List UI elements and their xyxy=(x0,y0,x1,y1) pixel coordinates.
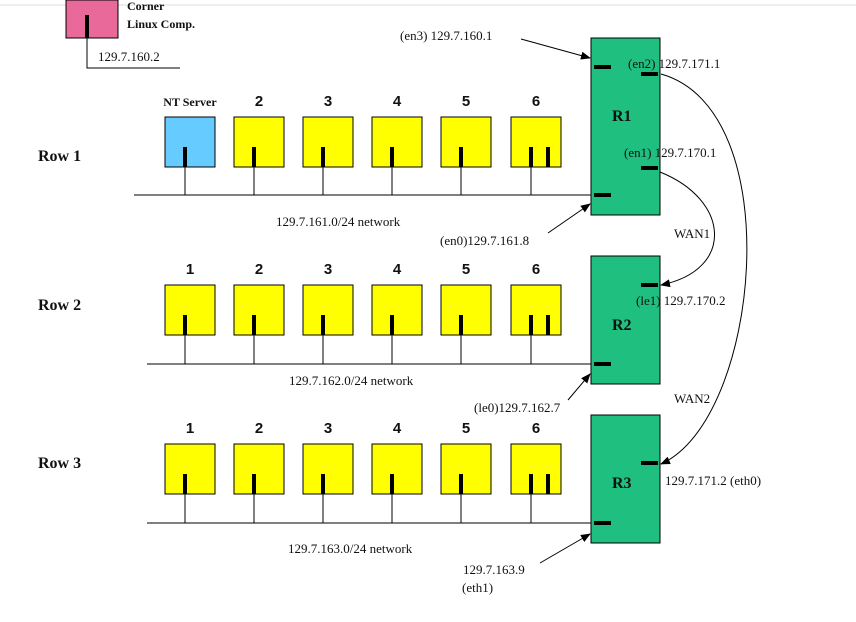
host-computer: 4 xyxy=(371,420,423,523)
corner-title-line1: Corner xyxy=(127,0,165,13)
host-label: 5 xyxy=(462,420,470,437)
wan1-label: WAN1 xyxy=(674,226,710,241)
network-label: 129.7.161.0/24 network xyxy=(276,214,401,229)
host-box xyxy=(233,443,285,495)
host-label: 1 xyxy=(186,261,194,278)
router-r2: R2 xyxy=(590,255,661,385)
host-computer: 5 xyxy=(440,93,492,195)
r3-eth1-name-label: (eth1) xyxy=(462,580,493,595)
host-label: 2 xyxy=(255,420,263,437)
r2-le1-label: (le1) 129.7.170.2 xyxy=(636,293,726,308)
r1-en3-arrow xyxy=(520,38,591,60)
host-computer: 6 xyxy=(510,420,562,523)
host-computer: NT Server xyxy=(163,95,217,195)
r1-en2-label: (en2) 129.7.171.1 xyxy=(628,56,720,71)
host-box xyxy=(371,443,423,495)
host-box xyxy=(302,116,354,168)
host-box xyxy=(164,116,216,168)
r1-en3-label: (en3) 129.7.160.1 xyxy=(400,28,492,43)
host-box xyxy=(164,443,216,495)
corner-computer-box xyxy=(65,0,119,39)
host-label: 5 xyxy=(462,93,470,110)
network-label: 129.7.162.0/24 network xyxy=(289,373,414,388)
host-computer: 2 xyxy=(233,93,285,195)
wan2-label: WAN2 xyxy=(674,391,710,406)
router-r1-label: R1 xyxy=(612,108,632,125)
host-computer: 6 xyxy=(510,261,562,364)
r3-eth1-ip-label: 129.7.163.9 xyxy=(463,562,525,577)
row-label: Row 3 xyxy=(38,455,81,472)
r2-le0-arrow xyxy=(567,373,591,401)
host-box xyxy=(302,284,354,336)
host-computer: 2 xyxy=(233,261,285,364)
row-3: Row 3 129.7.163.0/24 network 1 2 3 4 5 6 xyxy=(38,420,591,556)
wan1-link xyxy=(659,171,715,288)
network-label: 129.7.163.0/24 network xyxy=(288,541,413,556)
r3-eth1-arrow xyxy=(539,533,591,564)
r1-en1-label: (en1) 129.7.170.1 xyxy=(624,145,716,160)
host-box xyxy=(233,284,285,336)
host-computer: 3 xyxy=(302,420,354,523)
host-label: 6 xyxy=(532,93,540,110)
host-computer: 6 xyxy=(510,93,562,195)
host-label: 4 xyxy=(393,93,402,110)
host-computer: 5 xyxy=(440,420,492,523)
row-label: Row 2 xyxy=(38,297,81,314)
host-computer: 5 xyxy=(440,261,492,364)
corner-cable xyxy=(86,38,180,69)
corner-ip-label: 129.7.160.2 xyxy=(98,49,160,64)
host-label: 6 xyxy=(532,420,540,437)
router-r3: R3 xyxy=(590,414,661,544)
host-label: NT Server xyxy=(163,95,217,109)
host-label: 3 xyxy=(324,261,332,278)
row-1: Row 1 129.7.161.0/24 network NT Server 2 3 4 5… xyxy=(38,93,630,229)
host-label: 4 xyxy=(393,261,402,278)
wan2-link xyxy=(660,73,748,465)
host-box xyxy=(510,116,562,168)
host-computer: 3 xyxy=(302,261,354,364)
router-r3-label: R3 xyxy=(612,475,632,492)
r1-en0-label: (en0)129.7.161.8 xyxy=(440,233,529,248)
host-box xyxy=(440,116,492,168)
router-r2-label: R2 xyxy=(612,317,632,334)
corner-title-line2: Linux Comp. xyxy=(127,17,195,31)
host-box xyxy=(233,116,285,168)
router-r1: R1 xyxy=(590,37,661,216)
rows-group: Row 1 129.7.161.0/24 network NT Server 2 3 4 5… xyxy=(38,93,630,556)
host-box xyxy=(302,443,354,495)
host-label: 2 xyxy=(255,93,263,110)
host-label: 6 xyxy=(532,261,540,278)
host-computer: 1 xyxy=(164,261,216,364)
wan-links: WAN1 WAN2 xyxy=(659,73,748,465)
host-box xyxy=(164,284,216,336)
host-box xyxy=(371,284,423,336)
row-label: Row 1 xyxy=(38,148,81,165)
host-label: 3 xyxy=(324,93,332,110)
r1-en0-arrow xyxy=(547,203,591,234)
host-box xyxy=(440,443,492,495)
r2-le0-label: (le0)129.7.162.7 xyxy=(474,400,561,415)
r3-eth0-label: 129.7.171.2 (eth0) xyxy=(665,473,761,488)
host-label: 3 xyxy=(324,420,332,437)
host-computer: 2 xyxy=(233,420,285,523)
host-label: 1 xyxy=(186,420,194,437)
host-computer: 4 xyxy=(371,93,423,195)
host-box xyxy=(510,443,562,495)
host-label: 4 xyxy=(393,420,402,437)
host-label: 5 xyxy=(462,261,470,278)
host-box xyxy=(510,284,562,336)
host-label: 2 xyxy=(255,261,263,278)
router-interface-labels: (en3) 129.7.160.1 (en2) 129.7.171.1 (en1… xyxy=(400,28,761,595)
host-box xyxy=(440,284,492,336)
corner-linux-computer: Corner Linux Comp. 129.7.160.2 xyxy=(65,0,195,69)
host-box xyxy=(371,116,423,168)
host-computer: 3 xyxy=(302,93,354,195)
host-computer: 1 xyxy=(164,420,216,523)
host-computer: 4 xyxy=(371,261,423,364)
row-2: Row 2 129.7.162.0/24 network 1 2 3 4 5 6 xyxy=(38,261,591,388)
